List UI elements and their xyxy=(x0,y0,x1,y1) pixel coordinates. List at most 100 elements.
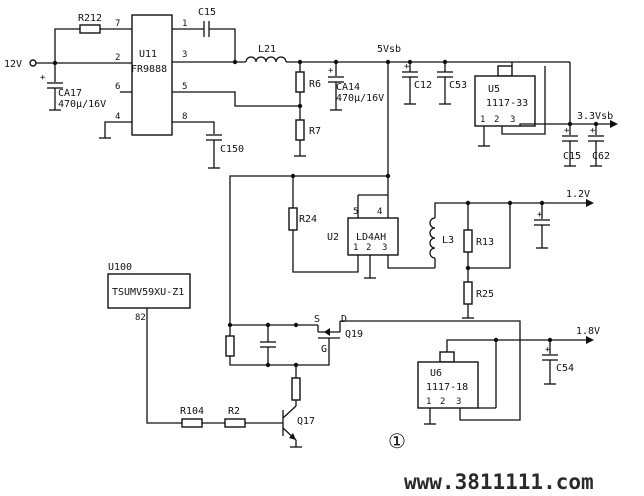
u11-pin-1: 1 xyxy=(182,19,187,29)
wire-3v3vsb xyxy=(519,123,610,126)
u2-pin-4: 4 xyxy=(377,207,382,217)
u2-pin-3: 3 xyxy=(382,243,387,253)
wire-u6-input xyxy=(459,408,490,421)
wire-u100-pin82 xyxy=(146,308,182,424)
u11-pin-2: 2 xyxy=(115,53,120,63)
resistor-r6 xyxy=(295,71,305,93)
junction-q19-source xyxy=(293,322,299,328)
q19-arrow xyxy=(324,328,330,336)
label-r25: R25 xyxy=(476,289,494,300)
junction-switch-node xyxy=(232,59,238,65)
wire-5vsb-to-q19 xyxy=(229,175,388,325)
u11-pin-7: 7 xyxy=(115,19,120,29)
label-u6-part: 1117-18 xyxy=(426,382,468,393)
label-l3: L3 xyxy=(442,235,454,246)
arrow-1v8 xyxy=(586,336,594,344)
q19-section: U100 TSUMV59XU-Z1 82 R104 R2 Q17 S D G Q… xyxy=(107,262,521,448)
u5-pin-1: 1 xyxy=(480,115,485,125)
label-r2: R2 xyxy=(228,406,240,417)
ic-u100 xyxy=(107,273,191,309)
input-terminal-12v xyxy=(29,59,37,67)
junction-1v8 xyxy=(493,337,499,343)
u11-pin-3: 3 xyxy=(182,50,187,60)
ic-u11 xyxy=(131,14,173,136)
wire-c15-right xyxy=(209,28,236,62)
label-c12: C12 xyxy=(414,80,432,91)
label-u5: U5 xyxy=(488,84,500,95)
arrow-1v2 xyxy=(586,199,594,207)
label-q19-d: D xyxy=(341,314,347,325)
resistor-r7 xyxy=(295,119,305,141)
label-u100: U100 xyxy=(108,262,132,273)
resistor-r24 xyxy=(288,207,298,231)
label-u11: U11 xyxy=(139,49,157,60)
label-r24: R24 xyxy=(299,214,317,225)
u2-pin-2: 2 xyxy=(366,243,371,253)
wire-u5-tab xyxy=(501,66,546,135)
label-ca17-value: 470μ/16V xyxy=(58,99,106,110)
ca17-plus: + xyxy=(40,73,46,83)
label-u6: U6 xyxy=(430,368,442,379)
c15b-plus: + xyxy=(564,126,570,136)
label-c54: C54 xyxy=(556,363,574,374)
transistor-q17-collector xyxy=(282,405,297,419)
resistor-r13 xyxy=(463,229,473,253)
u6-pin-2: 2 xyxy=(440,397,445,407)
label-5vsb: 5Vsb xyxy=(377,44,401,55)
u5-pin-3: 3 xyxy=(510,115,515,125)
wire-c150 xyxy=(172,121,215,134)
wire-u2-pin3-out xyxy=(387,255,435,269)
u2-pin-5: 5 xyxy=(353,207,358,217)
label-ld4ah: LD4AH xyxy=(356,232,386,243)
inductor-l21 xyxy=(245,56,287,63)
resistor-q17-collector xyxy=(291,377,301,401)
arrow-3v3vsb xyxy=(610,120,618,128)
resistor-gate-pullup xyxy=(225,335,235,357)
label-q19-g: G xyxy=(321,344,327,355)
label-q19: Q19 xyxy=(345,329,363,340)
resistor-r212 xyxy=(79,24,101,34)
figure-number: ① xyxy=(388,429,406,453)
watermark: www.3811111.com xyxy=(404,470,594,494)
label-r104: R104 xyxy=(180,406,204,417)
ic-u6 xyxy=(417,361,479,409)
inductor-l3 xyxy=(429,217,436,259)
c62-plus: + xyxy=(590,126,596,136)
junction-gate xyxy=(293,362,299,368)
label-1v2: 1.2V xyxy=(566,189,590,200)
wire-q19-drain xyxy=(340,320,521,421)
u5-section: + C12 C53 U5 1117-33 1 2 3 3.3Vsb + C15 xyxy=(402,62,618,167)
u2-section: R24 5 4 1 2 3 LD4AH U2 L3 1.2V R13 R25 xyxy=(229,62,594,325)
u2-pin-1: 1 xyxy=(353,243,358,253)
label-fr9888: FR9888 xyxy=(131,64,167,75)
label-12v: 12V xyxy=(4,59,22,70)
label-q17: Q17 xyxy=(297,416,315,427)
label-ca17: CA17 xyxy=(58,88,82,99)
resistor-r25 xyxy=(463,281,473,305)
label-tsumv59xu: TSUMV59XU-Z1 xyxy=(112,287,184,298)
ic-u5-tab xyxy=(497,65,513,77)
u11-pin-4: 4 xyxy=(115,112,120,122)
label-u5-part: 1117-33 xyxy=(486,98,528,109)
label-u2: U2 xyxy=(327,232,339,243)
ic-u6-tab xyxy=(439,351,455,363)
label-r13: R13 xyxy=(476,237,494,248)
label-c150: C150 xyxy=(220,144,244,155)
label-ca14: CA14 xyxy=(336,82,360,93)
u100-pin-82: 82 xyxy=(135,313,146,323)
wire-u11-pin4-ground xyxy=(104,121,132,138)
u6-pin-3: 3 xyxy=(456,397,461,407)
label-ca14-value: 470μ/16V xyxy=(336,93,384,104)
c-1v2-plus: + xyxy=(537,210,543,220)
u11-pin-8: 8 xyxy=(182,112,187,122)
label-c15-bottom: C15 xyxy=(563,151,581,162)
label-1v8: 1.8V xyxy=(576,326,600,337)
wire-r212-left xyxy=(54,28,80,63)
wire-q19-gate xyxy=(296,338,330,366)
c12-plus: + xyxy=(404,62,410,72)
wire-pullup-bottom xyxy=(229,356,296,366)
c54-plus: + xyxy=(545,345,551,355)
u6-pin-1: 1 xyxy=(426,397,431,407)
label-l21: L21 xyxy=(258,44,276,55)
